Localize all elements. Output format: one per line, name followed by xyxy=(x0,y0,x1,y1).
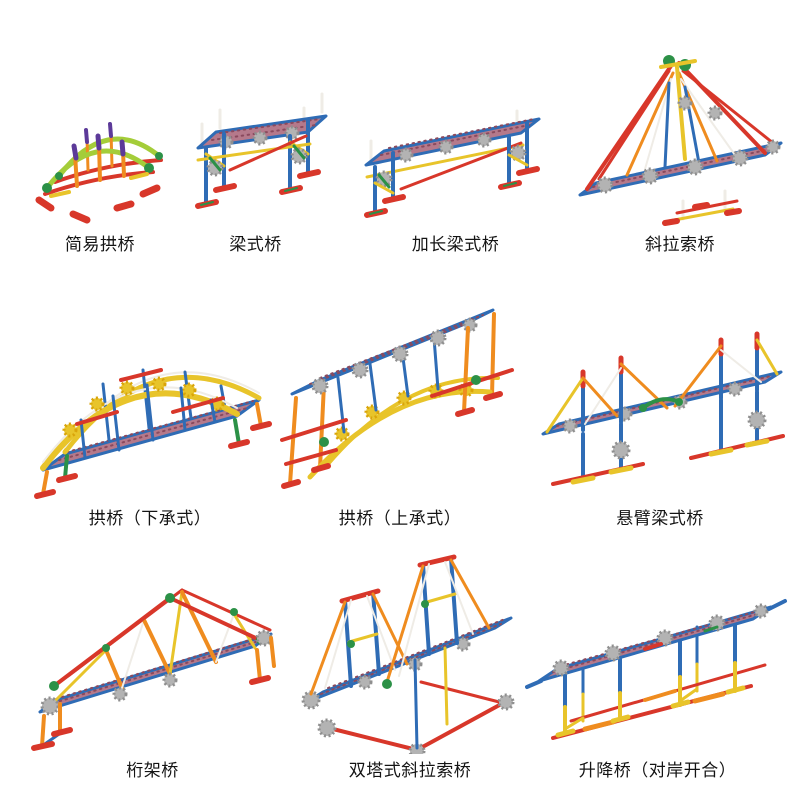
extended-beam-bridge-image xyxy=(363,109,540,218)
bridge-card-cable-stayed: 斜拉索桥 xyxy=(565,43,795,257)
bridge-card-cantilever: 悬臂梁式桥 xyxy=(525,312,795,531)
through-arch-bridge-image xyxy=(34,368,272,499)
beam-bridge-image xyxy=(195,92,328,209)
bridge-label: 梁式桥 xyxy=(229,235,282,254)
truss-bridge-image xyxy=(31,588,276,751)
bridge-label: 拱桥（下承式） xyxy=(88,509,212,528)
double-tower-cable-stayed-bridge-image xyxy=(301,554,515,754)
bridge-label: 加长梁式桥 xyxy=(411,235,500,254)
bridge-card-through-arch: 拱桥（下承式） xyxy=(25,292,275,531)
bridge-card-lift: 升降桥（对岸开合） xyxy=(525,569,790,783)
bridge-label: 升降桥（对岸开合） xyxy=(578,761,737,780)
bridge-label: 双塔式斜拉索桥 xyxy=(348,761,472,780)
bridge-card-double-tower-cable-stayed: 双塔式斜拉索桥 xyxy=(295,544,525,783)
bridge-label: 悬臂梁式桥 xyxy=(616,509,704,528)
deck-arch-bridge-image xyxy=(280,308,514,489)
cantilever-beam-bridge-image xyxy=(541,331,785,486)
bridge-label: 桁架桥 xyxy=(126,761,179,780)
simple-arch-bridge-image xyxy=(35,122,163,224)
lift-bridge-image xyxy=(525,599,787,740)
bridge-card-simple-arch: 简易拱桥 xyxy=(20,88,180,257)
bridge-label: 拱桥（上承式） xyxy=(338,509,462,528)
bridge-label: 简易拱桥 xyxy=(65,235,135,254)
bridge-label: 斜拉索桥 xyxy=(645,235,715,254)
cable-stayed-bridge-image xyxy=(578,55,783,226)
bridge-card-deck-arch: 拱桥（上承式） xyxy=(280,292,520,531)
bridge-card-truss: 桁架桥 xyxy=(20,554,285,783)
bridge-card-extended-beam: 加长梁式桥 xyxy=(348,93,563,257)
bridge-card-beam: 梁式桥 xyxy=(168,78,343,257)
